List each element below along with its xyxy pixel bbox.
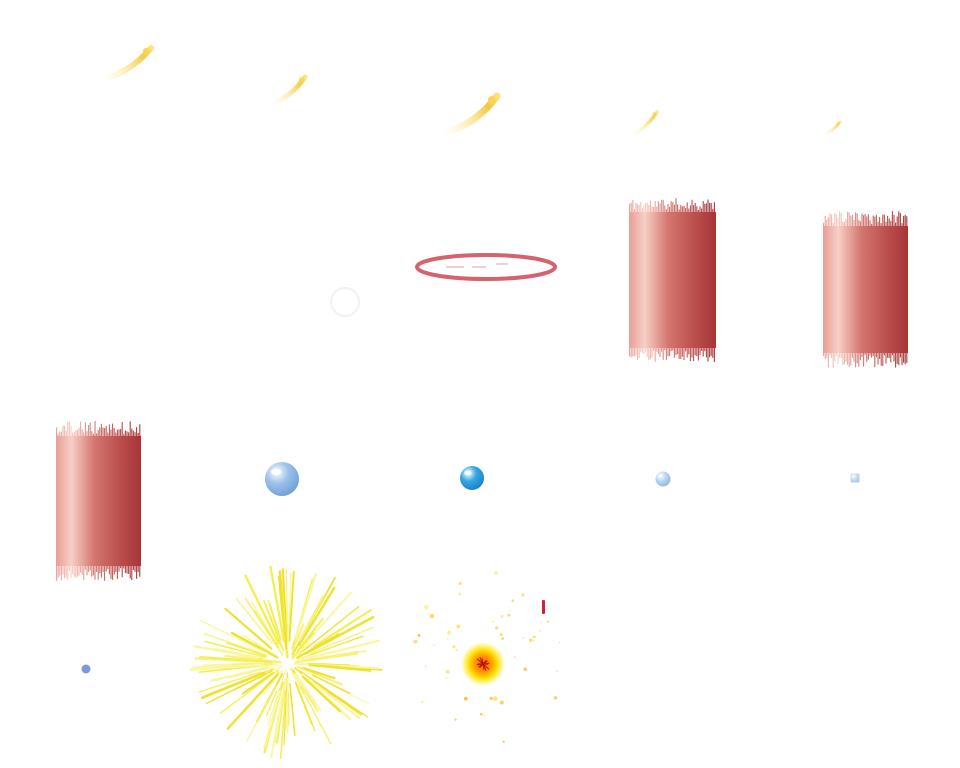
firecracker-tube-2 bbox=[823, 211, 908, 368]
explosion-small bbox=[413, 571, 561, 743]
faint-bubble bbox=[330, 287, 360, 317]
bubble-medium bbox=[460, 466, 484, 490]
smoke-ring bbox=[415, 253, 557, 281]
red-spark-dash bbox=[542, 600, 545, 614]
firecracker-tube-3 bbox=[56, 421, 141, 581]
comet-streak-1 bbox=[99, 45, 154, 83]
bubble-large bbox=[265, 462, 299, 496]
comet-streak-2 bbox=[268, 74, 308, 107]
comet-streak-5 bbox=[821, 120, 842, 137]
blue-dot bbox=[81, 664, 91, 674]
comet-streak-3 bbox=[439, 92, 501, 138]
bubble-small bbox=[655, 471, 671, 487]
bubble-tiny bbox=[850, 473, 860, 483]
firecracker-tube-1 bbox=[629, 198, 716, 362]
starburst-large bbox=[189, 565, 383, 760]
comet-streak-4 bbox=[631, 110, 659, 137]
